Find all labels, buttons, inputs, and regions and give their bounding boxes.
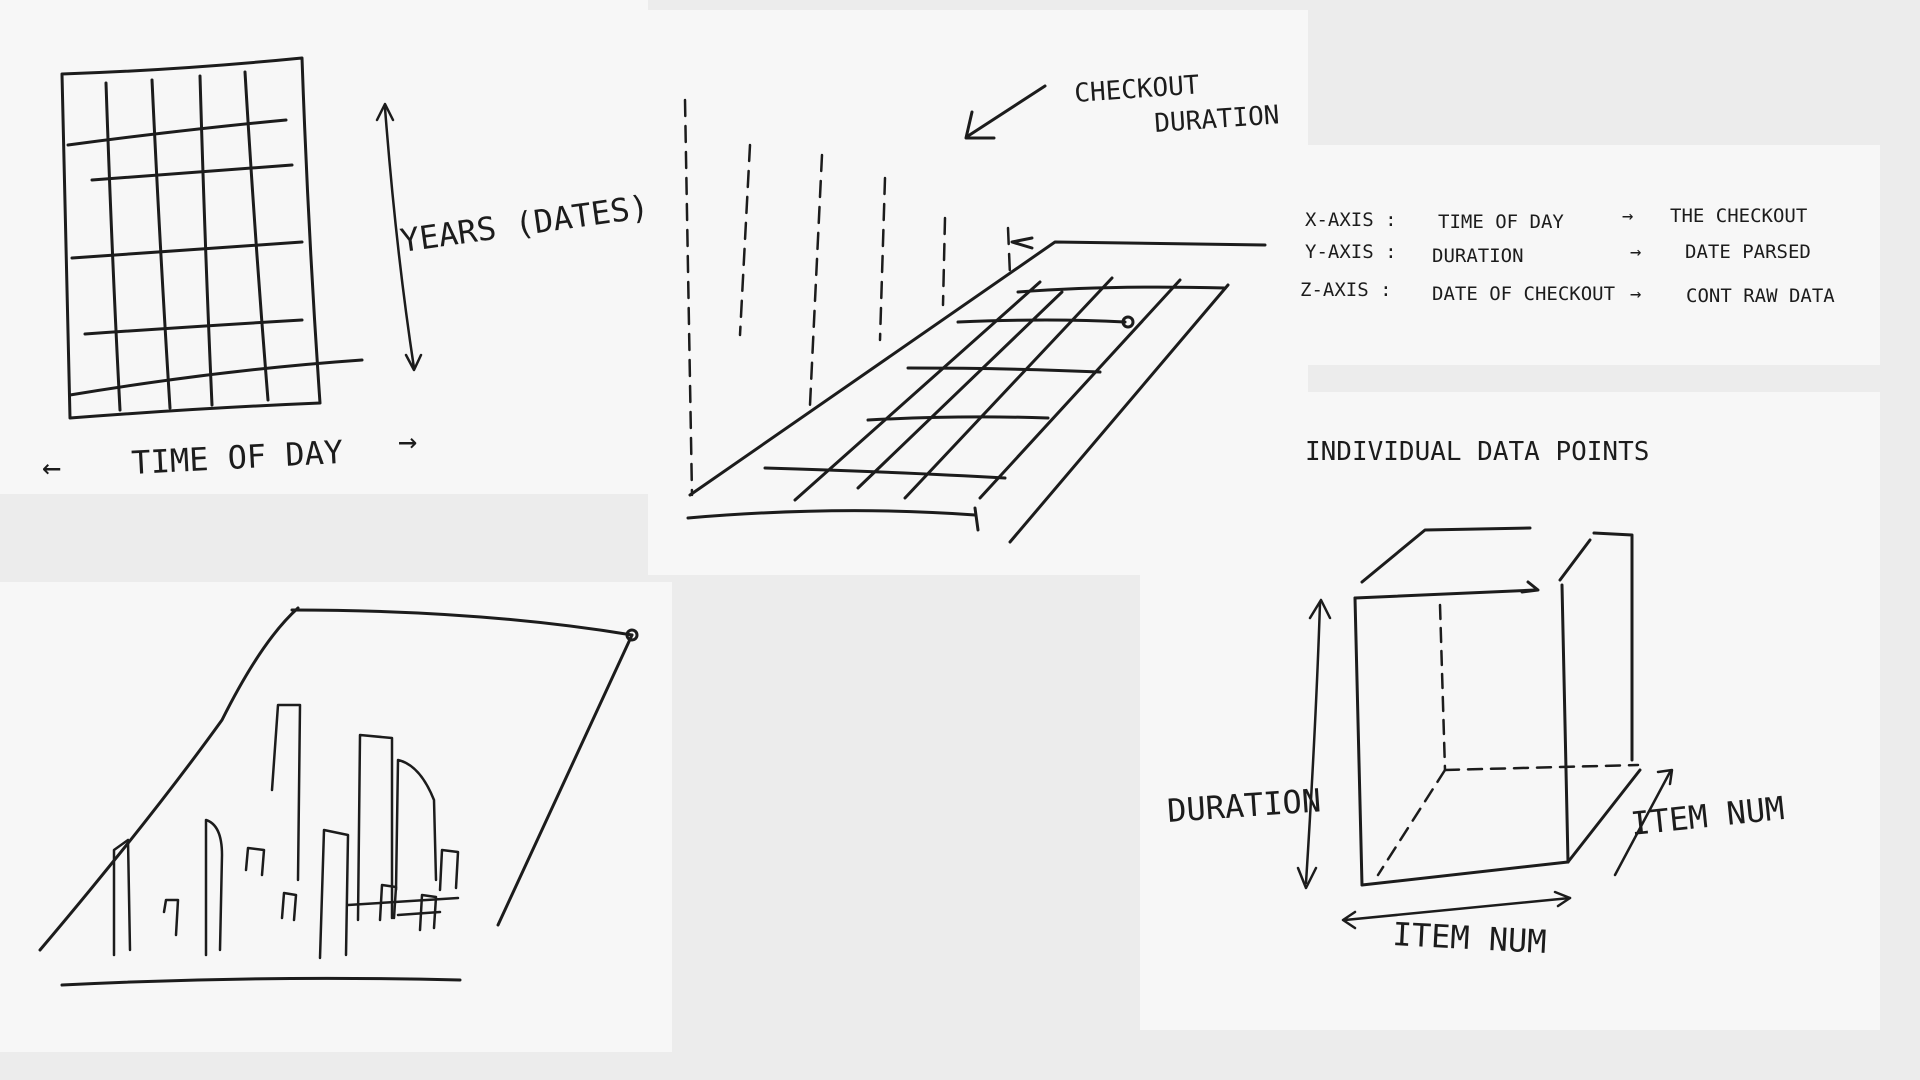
item-num-right-label: ITEM NUM	[1629, 789, 1786, 843]
y-axis-label: YEARS (DATES)	[398, 187, 651, 259]
legend-row-y: Y-AXIS : DURATION → DATE PARSED	[1305, 241, 1811, 267]
legend-row-x: X-AXIS : TIME OF DAY → THE CHECKOUT	[1305, 205, 1807, 233]
sketch-perspective-grid: CHECKOUT DURATION	[685, 70, 1280, 542]
legend-z-meaning: CONT RAW DATA	[1686, 285, 1835, 307]
sketch-2d-grid: YEARS (DATES) ← TIME OF DAY →	[42, 58, 651, 486]
duration-arrow	[1298, 600, 1330, 888]
legend-z-arrow: →	[1630, 283, 1641, 305]
sketch-3d-bars	[40, 608, 637, 985]
legend-x-arrow: →	[1622, 205, 1633, 227]
legend-z-field: DATE OF CHECKOUT	[1432, 283, 1615, 305]
checkout-label-line1: CHECKOUT	[1073, 70, 1200, 109]
legend-y-axis: Y-AXIS :	[1305, 241, 1397, 263]
x-axis-arrow-left: ←	[42, 448, 61, 486]
axis-legend-notes: X-AXIS : TIME OF DAY → THE CHECKOUT Y-AX…	[1300, 205, 1835, 307]
item-num-bottom-label: ITEM NUM	[1392, 915, 1548, 961]
legend-x-meaning: THE CHECKOUT	[1670, 205, 1807, 227]
legend-x-axis: X-AXIS :	[1305, 209, 1397, 231]
vertical-dashed-lines	[685, 100, 1010, 495]
perspective-plane	[688, 238, 1265, 542]
legend-z-axis: Z-AXIS :	[1300, 279, 1392, 301]
sketch-data-cube: INDIVIDUAL DATA POINTS DURATION ITEM NUM…	[1166, 437, 1786, 961]
grid-lines	[62, 58, 362, 418]
legend-y-arrow: →	[1630, 241, 1641, 263]
checkout-duration-arrow	[966, 86, 1045, 138]
x-axis-arrow-right: →	[398, 422, 417, 460]
legend-y-meaning: DATE PARSED	[1685, 241, 1811, 263]
cube-title: INDIVIDUAL DATA POINTS	[1305, 437, 1649, 467]
cube-hidden-edges	[1378, 605, 1638, 875]
checkout-label-line2: DURATION	[1153, 100, 1280, 139]
duration-label: DURATION	[1166, 781, 1322, 830]
bars	[114, 705, 458, 958]
cube-edges	[1355, 528, 1640, 885]
legend-x-field: TIME OF DAY	[1438, 211, 1564, 233]
x-axis-label: TIME OF DAY	[130, 433, 344, 482]
legend-row-z: Z-AXIS : DATE OF CHECKOUT → CONT RAW DAT…	[1300, 279, 1835, 307]
legend-y-field: DURATION	[1432, 245, 1524, 267]
